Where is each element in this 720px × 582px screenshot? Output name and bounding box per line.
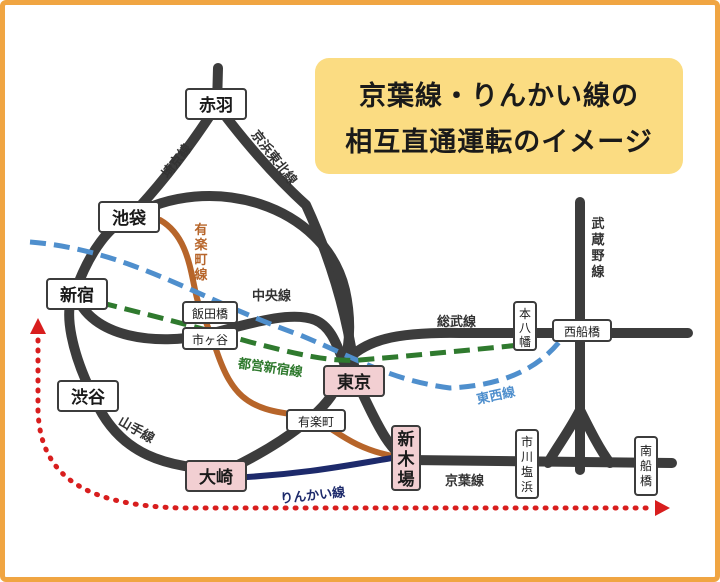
label-toei-shinjuku: 都営新宿線 [236, 355, 305, 380]
title-box: 京葉線・りんかい線の 相互直通運転のイメージ [315, 58, 683, 174]
label-sobu: 総武線 [437, 314, 477, 330]
station-ikebukuro: 池袋 [112, 208, 147, 229]
station-box-ichikawashiohama [515, 429, 539, 499]
station-shibuya: 渋谷 [71, 387, 106, 408]
station-box-nishifunabashi [552, 319, 612, 342]
line-musashino-branch [543, 405, 615, 468]
station-box-iidabashi [182, 301, 238, 324]
label-rinkai: りんかい線 [280, 484, 347, 507]
station-box-ichigaya [182, 327, 238, 350]
station-ichigaya: 市ヶ谷 [192, 332, 228, 347]
station-box-shinjuku [46, 278, 108, 310]
label-tozai: 東西線 [475, 384, 517, 408]
station-motoyawata: 本八幡 [519, 307, 531, 349]
station-yurakucho: 有楽町 [298, 415, 334, 429]
station-iidabashi: 飯田橋 [192, 306, 228, 321]
station-shinkiba: 新木場 [397, 429, 416, 490]
station-box-tokyo [323, 365, 385, 397]
line-tozai [29, 239, 571, 391]
through-service-arrow-right [655, 500, 670, 516]
title-line-1: 京葉線・りんかい線の [359, 81, 639, 112]
station-box-shinkiba [391, 425, 421, 491]
station-box-akabane [185, 88, 247, 120]
line-sobu [340, 327, 693, 367]
station-box-yurakucho [286, 409, 346, 432]
line-rinkai [225, 455, 395, 481]
station-box-ikebukuro [98, 201, 160, 233]
label-keiyo: 京葉線 [445, 473, 485, 489]
line-chuo [70, 287, 361, 385]
station-minamifunabashi: 南船橋 [640, 443, 652, 488]
station-osaki: 大崎 [199, 467, 233, 488]
label-yurakucho-line: 有楽町線 [193, 222, 208, 283]
station-nishifunabashi: 西船橋 [564, 325, 600, 339]
label-chuo: 中央線 [252, 288, 292, 304]
station-box-minamifunabashi [634, 436, 658, 496]
title-line-2: 相互直通運転のイメージ [345, 127, 653, 158]
station-shinjuku: 新宿 [60, 285, 94, 306]
station-ichikawashiohama: 市川塩浜 [521, 434, 533, 494]
label-musashino: 武蔵野線 [591, 216, 605, 280]
station-box-shibuya [57, 380, 119, 412]
station-akabane: 赤羽 [199, 95, 233, 116]
through-service-arrow-up [30, 318, 46, 334]
station-box-motoyawata [513, 301, 537, 351]
station-tokyo: 東京 [337, 372, 371, 393]
line-toei-shinjuku [77, 294, 521, 363]
station-box-osaki [185, 460, 247, 492]
